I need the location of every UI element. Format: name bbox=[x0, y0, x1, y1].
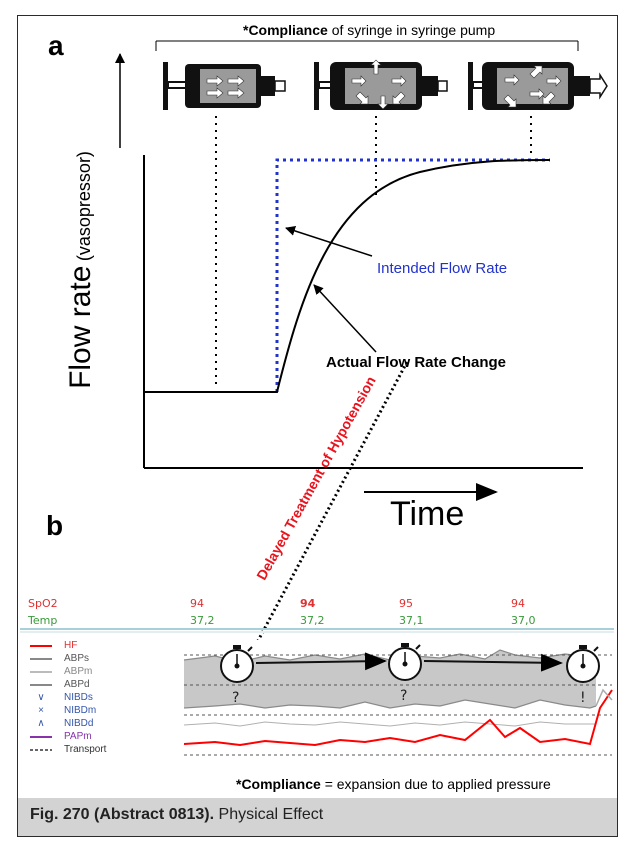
stopwatch-icon-1 bbox=[220, 645, 254, 683]
legend-line-icon bbox=[30, 653, 52, 669]
syringe-guide-lines bbox=[215, 116, 532, 385]
legend-label: ABPm bbox=[64, 666, 93, 677]
legend-label: ABPd bbox=[64, 679, 90, 690]
compliance-bold: *Compliance bbox=[236, 776, 321, 792]
spo2-value-2: 94 bbox=[300, 597, 316, 610]
legend-item-hf: HF bbox=[24, 640, 184, 652]
legend-label: Transport bbox=[64, 744, 107, 755]
intended-arrow bbox=[285, 226, 373, 257]
title-bold: *Compliance bbox=[243, 22, 328, 38]
timer-mark-2: ? bbox=[400, 688, 408, 704]
legend-item-abpm: ABPm bbox=[24, 666, 184, 678]
spo2-value-4: 94 bbox=[511, 597, 525, 610]
temp-value-3: 37,1 bbox=[399, 614, 424, 627]
legend-label: ABPs bbox=[64, 653, 90, 664]
actual-flow-label: Actual Flow Rate Change bbox=[326, 354, 507, 371]
spo2-label: SpO2 bbox=[28, 597, 58, 610]
timer-arrow-1 bbox=[255, 652, 387, 671]
panel-a-label: a bbox=[48, 30, 64, 61]
legend-label: HF bbox=[64, 640, 78, 651]
syringe-compliance-title: *Compliance of syringe in syringe pump bbox=[243, 22, 495, 38]
stopwatch-icon-3 bbox=[566, 645, 600, 683]
syringe-icon-3 bbox=[468, 62, 608, 110]
legend-label: NIBDs bbox=[64, 692, 93, 703]
figure-frame bbox=[17, 15, 618, 837]
monitor-separators bbox=[20, 628, 614, 633]
temp-value-2: 37,2 bbox=[300, 614, 325, 627]
legend-dash-icon bbox=[30, 744, 52, 760]
timer-mark-3: ! bbox=[580, 690, 586, 706]
chevron-down-icon: ∨ bbox=[37, 692, 45, 703]
syringe-icon-1 bbox=[163, 62, 286, 110]
timer-mark-1: ? bbox=[232, 690, 240, 706]
cross-icon: × bbox=[38, 705, 44, 716]
delayed-arrow bbox=[250, 361, 409, 653]
chevron-up-icon: ∧ bbox=[37, 718, 45, 729]
spo2-value-1: 94 bbox=[190, 597, 204, 610]
legend-item-abpd: ABPd bbox=[24, 679, 184, 691]
spo2-value-3: 95 bbox=[399, 597, 413, 610]
compliance-bracket bbox=[155, 40, 579, 51]
actual-flow-curve bbox=[144, 159, 551, 393]
figure-caption: Fig. 270 (Abstract 0813). Physical Effec… bbox=[30, 806, 323, 824]
panel-b-label: b bbox=[46, 510, 64, 541]
legend-line-icon bbox=[30, 731, 52, 747]
legend-label: PAPm bbox=[64, 731, 92, 742]
legend-item-transport: Transport bbox=[24, 744, 184, 756]
intended-flow-line bbox=[275, 158, 550, 392]
x-axis-label: Time bbox=[390, 495, 465, 533]
legend-item-nibdm: × NIBDm bbox=[24, 705, 184, 717]
legend-label: NIBDm bbox=[64, 705, 97, 716]
caption-rest: Physical Effect bbox=[214, 806, 324, 823]
legend-label: NIBDd bbox=[64, 718, 94, 729]
legend-item-nibds: ∨ NIBDs bbox=[24, 692, 184, 704]
caption-bar bbox=[18, 798, 617, 836]
hf-line bbox=[183, 689, 613, 747]
legend-line-icon bbox=[30, 666, 52, 682]
compliance-definition: *Compliance = expansion due to applied p… bbox=[236, 776, 551, 792]
legend-item-nibdd: ∧ NIBDd bbox=[24, 718, 184, 730]
temp-value-1: 37,2 bbox=[190, 614, 215, 627]
intended-flow-label: Intended Flow Rate bbox=[377, 260, 508, 277]
caption-bold: Fig. 270 (Abstract 0813). bbox=[30, 806, 215, 823]
y-axis-sub: (vasopressor) bbox=[74, 151, 94, 262]
temp-value-4: 37,0 bbox=[511, 614, 536, 627]
y-axis-label: Flow rate (vasopressor) bbox=[64, 151, 98, 389]
y-axis-main: Flow rate bbox=[64, 265, 97, 389]
legend-item-abps: ABPs bbox=[24, 653, 184, 665]
actual-arrow bbox=[313, 284, 377, 353]
compliance-rest: = expansion due to applied pressure bbox=[320, 776, 551, 792]
syringe-icon-2 bbox=[314, 59, 448, 110]
timer-arrow-2 bbox=[423, 653, 563, 672]
title-rest: of syringe in syringe pump bbox=[327, 22, 496, 38]
stopwatch-icon-2 bbox=[388, 643, 422, 681]
legend-line-icon bbox=[30, 640, 52, 656]
temp-label: Temp bbox=[28, 614, 58, 627]
legend-item-papm: PAPm bbox=[24, 731, 184, 743]
chart-axes bbox=[115, 53, 583, 501]
legend-line-icon bbox=[30, 679, 52, 695]
